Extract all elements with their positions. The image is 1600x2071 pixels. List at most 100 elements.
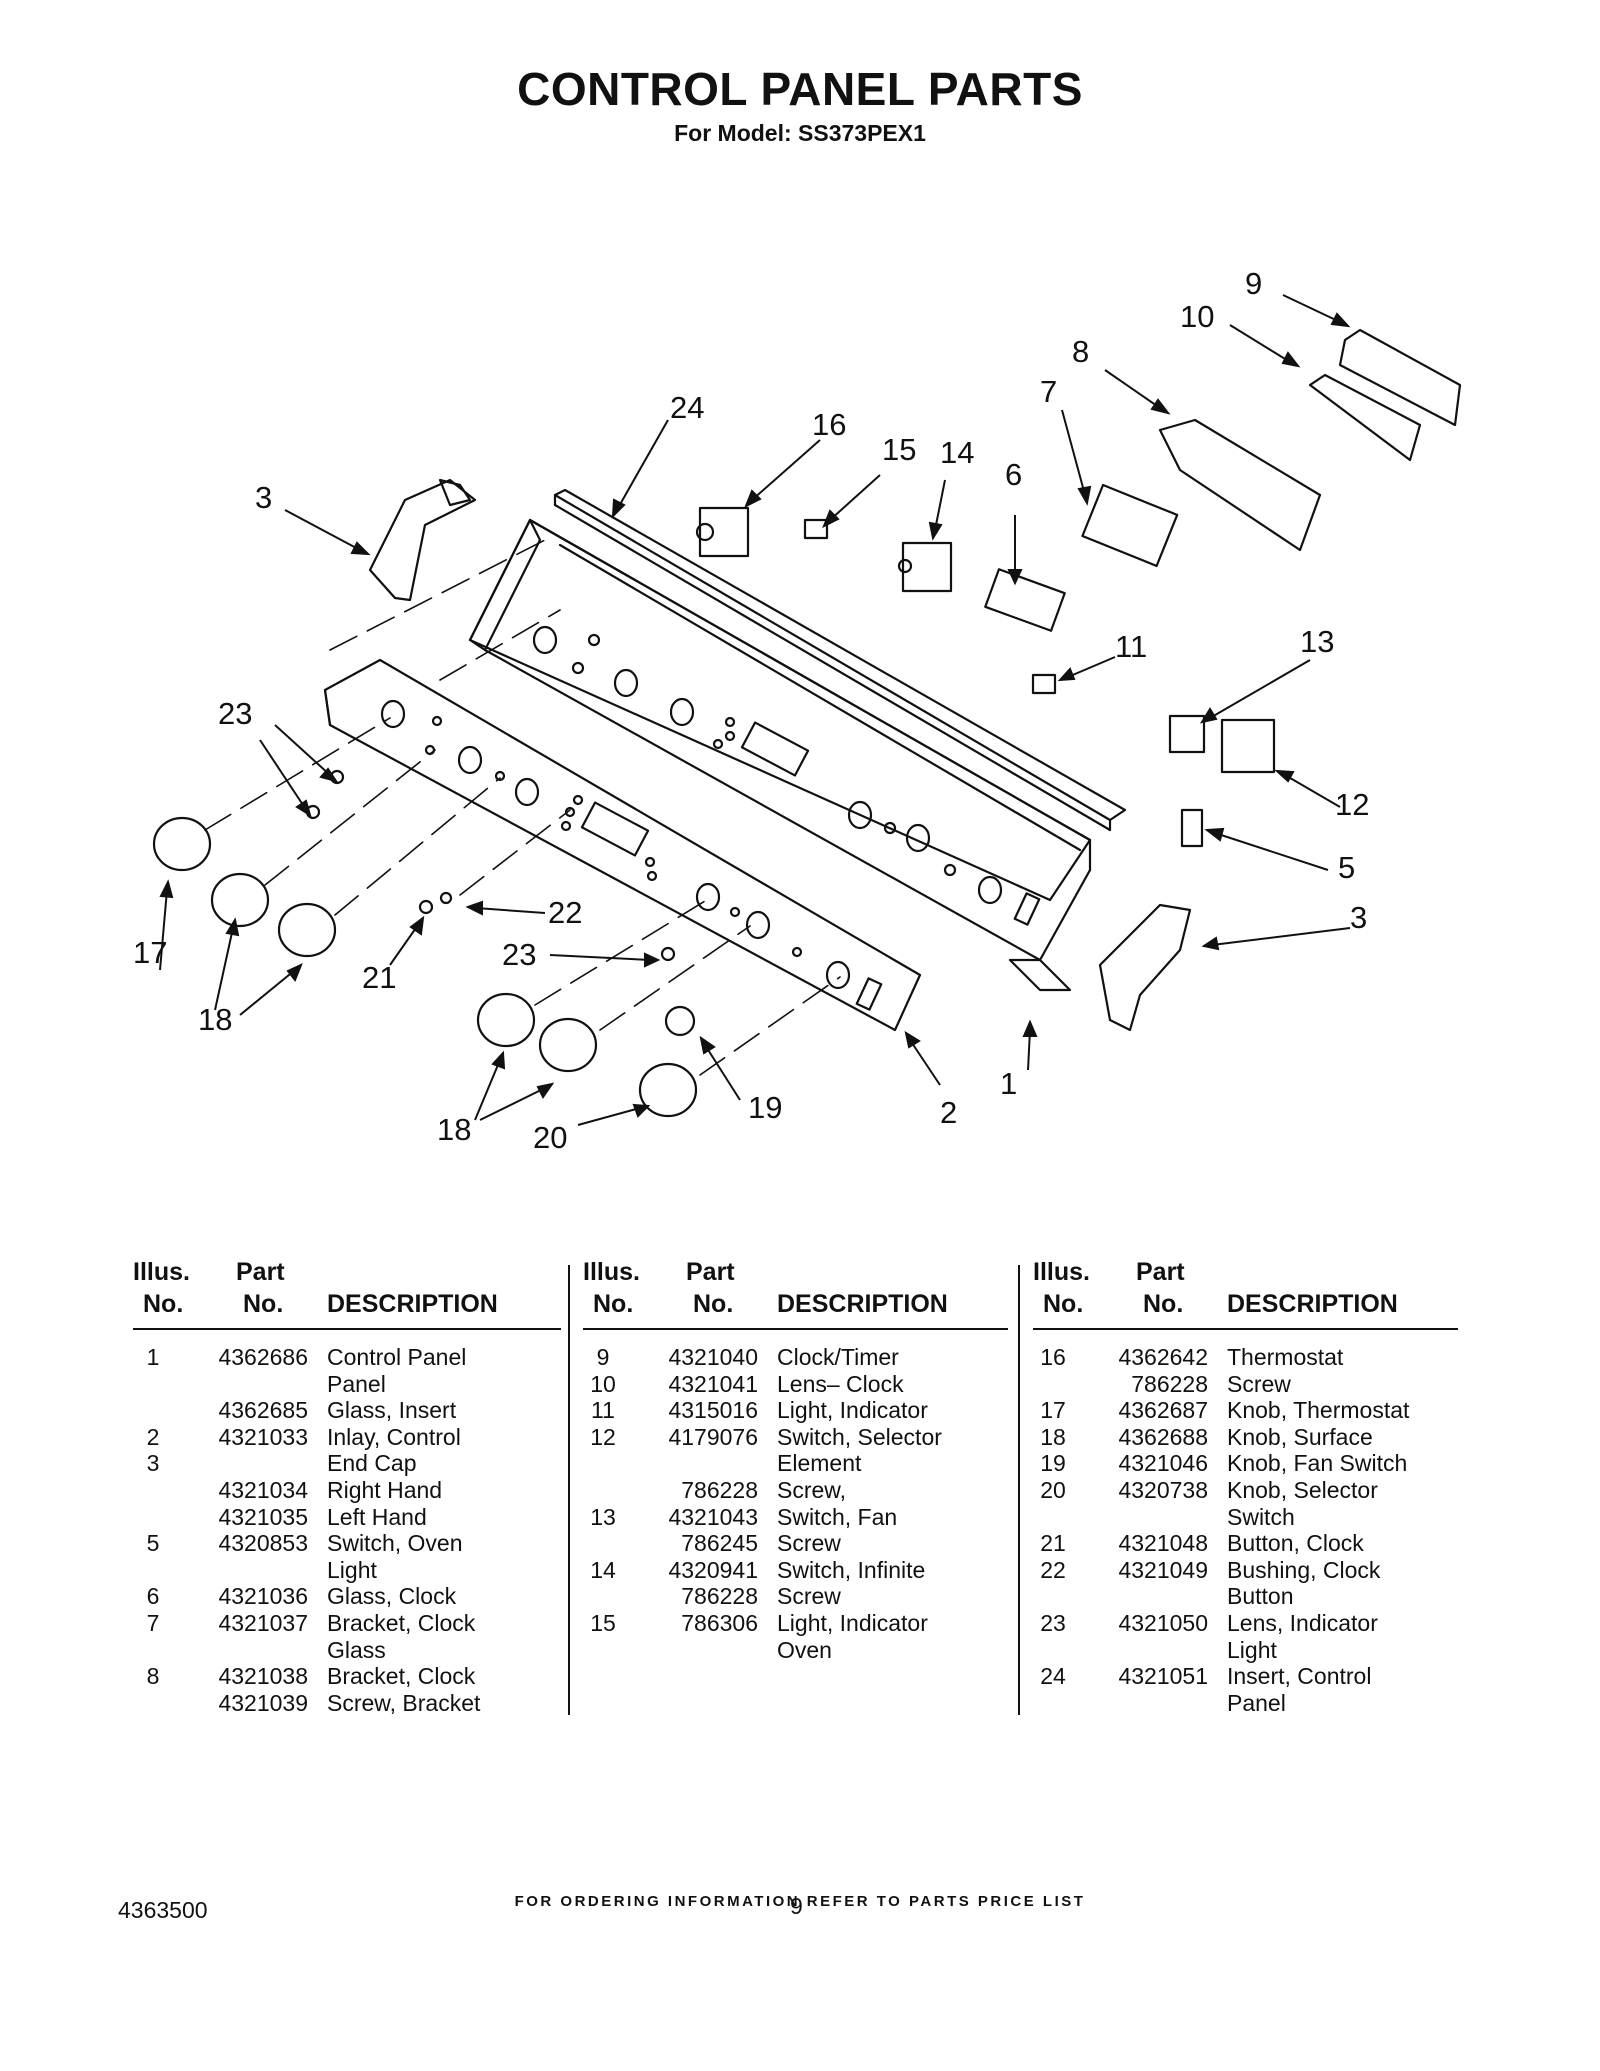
table-row: Panel xyxy=(1033,1690,1463,1717)
illus-number: 12 xyxy=(590,1423,616,1450)
callout-2: 2 xyxy=(940,1095,957,1130)
callout-17: 17 xyxy=(133,935,167,970)
illus-number: 5 xyxy=(146,1530,160,1557)
part-number: 4321048 xyxy=(1118,1530,1208,1557)
part-number: 4320941 xyxy=(668,1556,758,1583)
insert-strip xyxy=(553,488,1127,832)
callout-10: 10 xyxy=(1180,299,1214,334)
part-number: 4362688 xyxy=(1118,1423,1208,1450)
illus-number: 13 xyxy=(590,1503,616,1530)
header-rule xyxy=(133,1328,561,1330)
part-number: 4320738 xyxy=(1118,1476,1208,1503)
part-description: Bushing, Clock xyxy=(1227,1556,1381,1583)
header-illus-no: No. xyxy=(143,1290,184,1318)
part-description: Screw xyxy=(777,1530,841,1557)
page-number: 9 xyxy=(790,1893,803,1919)
part-number: 786245 xyxy=(681,1530,758,1557)
header-part-no: No. xyxy=(693,1290,734,1318)
part-number: 4321051 xyxy=(1118,1663,1208,1690)
callout-5: 5 xyxy=(1338,850,1355,885)
part-number: 4321039 xyxy=(218,1689,308,1716)
part-number: 4321050 xyxy=(1118,1609,1208,1636)
part-description: Lens, Indicator xyxy=(1227,1609,1378,1636)
illus-number: 20 xyxy=(1040,1476,1066,1503)
callout-14: 14 xyxy=(940,435,974,470)
part-description: Clock/Timer xyxy=(777,1344,899,1370)
table-row: 20 4320738 Knob, Selector xyxy=(1033,1477,1463,1504)
illus-number: 6 xyxy=(146,1583,160,1610)
part-number: 4362687 xyxy=(1118,1397,1208,1424)
part-description: Bracket, Clock xyxy=(327,1609,476,1636)
table-row: Oven xyxy=(583,1637,1013,1664)
part-description: Light xyxy=(1227,1636,1277,1663)
illus-number: 3 xyxy=(146,1450,160,1477)
header-part: Part xyxy=(686,1258,735,1286)
callout-16: 16 xyxy=(812,407,846,442)
part-description: Knob, Surface xyxy=(1227,1423,1373,1450)
table-row: 3 End Cap xyxy=(133,1450,563,1477)
part-description: Right Hand xyxy=(327,1476,443,1503)
illus-number: 16 xyxy=(1040,1344,1066,1370)
part-description: Button xyxy=(1227,1583,1294,1610)
callout-11: 11 xyxy=(1115,629,1147,664)
callout-7: 7 xyxy=(1040,374,1057,409)
illus-number: 22 xyxy=(1040,1556,1066,1583)
inlay-control-plate xyxy=(323,658,922,1032)
part-description: Left Hand xyxy=(327,1503,427,1530)
column-divider xyxy=(568,1265,570,1715)
part-description: Switch, Selector xyxy=(777,1423,942,1450)
table-header: Illus. No. Part No. DESCRIPTION xyxy=(583,1258,1003,1322)
part-description: Thermostat xyxy=(1227,1344,1344,1370)
model-subtitle: For Model: SS373PEX1 xyxy=(674,120,926,146)
clock-timer xyxy=(1338,328,1462,427)
lens-clock xyxy=(1308,373,1422,462)
part-description: End Cap xyxy=(327,1450,417,1477)
illus-number: 24 xyxy=(1040,1663,1066,1690)
panel-holes xyxy=(380,625,1041,1011)
part-number: 786228 xyxy=(681,1583,758,1610)
header-illus: Illus. xyxy=(1033,1258,1090,1286)
part-number: 4362686 xyxy=(218,1344,308,1370)
callout-20: 20 xyxy=(533,1120,567,1155)
part-description: Switch xyxy=(1227,1503,1295,1530)
callout-21: 21 xyxy=(362,960,396,995)
part-description: Knob, Selector xyxy=(1227,1476,1378,1503)
part-description: Glass xyxy=(327,1636,386,1663)
infinite-switch xyxy=(897,541,953,593)
table-row: Button xyxy=(1033,1583,1463,1610)
part-number: 4315016 xyxy=(668,1397,758,1424)
callout-1: 1 xyxy=(1000,1066,1017,1101)
part-description: Button, Clock xyxy=(1227,1530,1364,1557)
end-cap-left xyxy=(368,478,477,602)
knobs xyxy=(152,816,698,1118)
header-rule xyxy=(1033,1328,1458,1330)
part-description: Oven xyxy=(777,1636,832,1663)
callout-13: 13 xyxy=(1300,624,1334,659)
part-description: Knob, Thermostat xyxy=(1227,1397,1410,1424)
header-illus-no: No. xyxy=(1043,1290,1084,1318)
part-description: Glass, Clock xyxy=(327,1583,457,1610)
part-description: Control Panel xyxy=(327,1344,467,1370)
part-description: Knob, Fan Switch xyxy=(1227,1450,1408,1477)
part-number: 4321038 xyxy=(218,1663,308,1690)
illus-number: 15 xyxy=(590,1609,616,1636)
callout-9: 9 xyxy=(1245,266,1262,301)
illus-number: 11 xyxy=(591,1397,615,1424)
illus-number: 14 xyxy=(590,1556,616,1583)
header-description: DESCRIPTION xyxy=(777,1290,948,1318)
